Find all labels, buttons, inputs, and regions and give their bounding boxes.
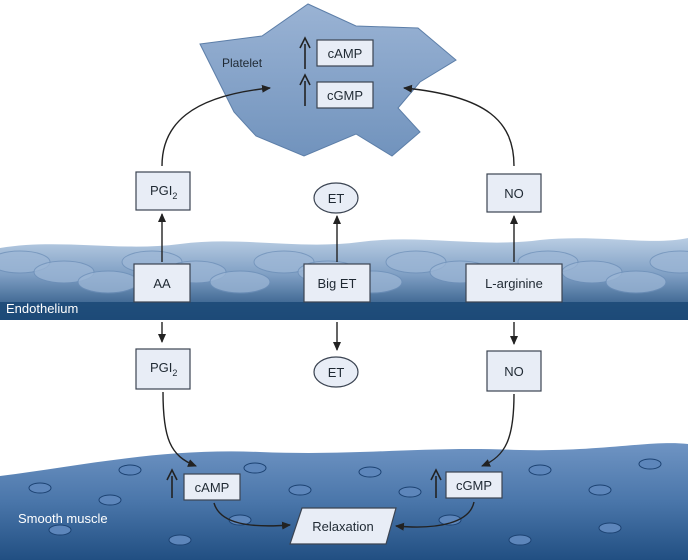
platelet-cgmp-label: cGMP: [327, 88, 363, 103]
platelet-camp-label: cAMP: [328, 46, 363, 61]
muscle-cell-nucleus: [118, 464, 142, 476]
muscle-camp-label: cAMP: [195, 480, 230, 495]
pgi2-top-box: [135, 171, 191, 211]
platelet-camp-box: [316, 39, 374, 67]
no-bottom-box: [486, 350, 542, 392]
no-top-label: NO: [504, 186, 524, 201]
et-bottom-ellipse: [313, 356, 359, 388]
smooth-muscle-label: Smooth muscle: [18, 511, 108, 526]
big-et-label: Big ET: [317, 276, 356, 291]
aa-box: [133, 263, 191, 303]
muscle-cgmp-label: cGMP: [456, 478, 492, 493]
relaxation-label: Relaxation: [312, 519, 373, 534]
endothelial-cell: [209, 270, 271, 294]
platelet-label: Platelet: [222, 56, 263, 70]
muscle-cell-nucleus: [638, 458, 662, 470]
l-arginine-label: L-arginine: [485, 276, 543, 291]
no-bottom-label: NO: [504, 364, 524, 379]
muscle-cgmp-box: [445, 471, 503, 499]
big-et-box: [303, 263, 371, 303]
pgi2-bottom-label: PGI2: [150, 360, 177, 378]
muscle-cell-nucleus: [288, 484, 312, 496]
muscle-cell-nucleus: [598, 522, 622, 534]
muscle-camp-box: [183, 473, 241, 501]
camp-to-relaxation-arrow: [213, 502, 291, 530]
arrowhead-icon: [299, 36, 311, 49]
muscle-cell-nucleus: [98, 494, 122, 506]
no-to-cgmp-arrow: [481, 393, 515, 467]
endothelial-cell: [77, 270, 139, 294]
pgi2-to-camp-arrow: [162, 391, 197, 467]
muscle-cell-nucleus: [168, 534, 192, 546]
muscle-cell-nucleus: [28, 482, 52, 494]
aa-label: AA: [153, 276, 171, 291]
platelet-cgmp-box: [316, 81, 374, 109]
et-top-ellipse: [313, 182, 359, 214]
arrowhead-icon: [299, 73, 311, 86]
relaxation-box: [289, 507, 397, 545]
l-arginine-box: [465, 263, 563, 303]
cgmp-to-relaxation-arrow: [395, 501, 475, 531]
muscle-cell-nucleus: [48, 524, 72, 536]
muscle-cell-nucleus: [358, 466, 382, 478]
arrowhead-icon: [430, 468, 442, 481]
muscle-cell-nucleus: [528, 464, 552, 476]
arrowhead-icon: [166, 468, 178, 481]
et-top-label: ET: [328, 191, 345, 206]
endothelial-cell: [649, 250, 688, 274]
muscle-cell-nucleus: [508, 534, 532, 546]
endothelium-base: [0, 302, 688, 320]
muscle-cell-nucleus: [243, 462, 267, 474]
muscle-cell-nucleus: [588, 484, 612, 496]
pgi2-top-label: PGI2: [150, 183, 177, 201]
et-bottom-label: ET: [328, 365, 345, 380]
smooth-muscle-cells: [28, 458, 662, 546]
no-top-box: [486, 173, 542, 213]
pgi2-bottom-box: [135, 348, 191, 390]
platelet-shape: [199, 3, 457, 157]
muscle-cell-nucleus: [398, 486, 422, 498]
pgi2-to-platelet-arrow: [161, 84, 271, 167]
muscle-cell-nucleus: [438, 514, 462, 526]
endothelial-cell: [605, 270, 667, 294]
no-to-platelet-arrow: [403, 84, 515, 167]
smooth-muscle-layer: [0, 443, 688, 560]
endothelium-label: Endothelium: [6, 301, 78, 316]
